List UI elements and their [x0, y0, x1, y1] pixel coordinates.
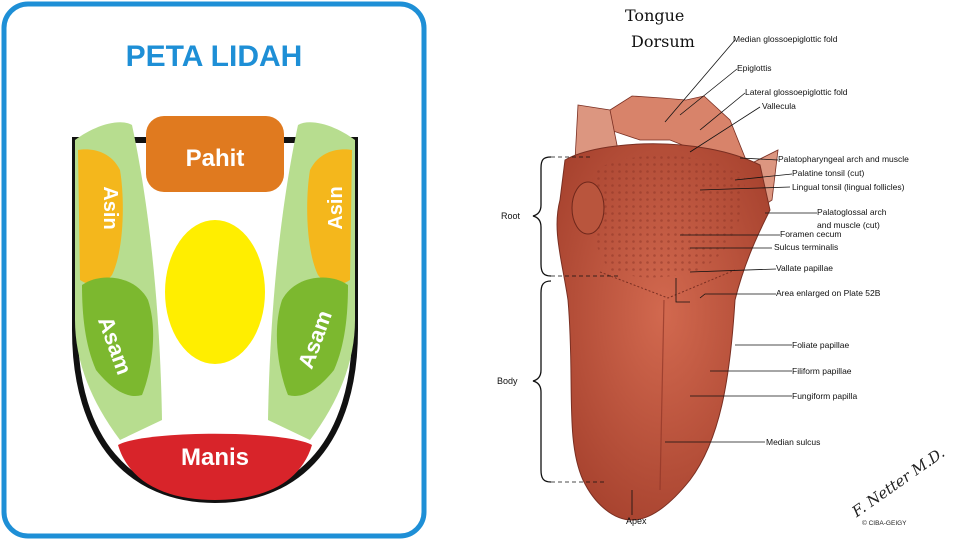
region-brackets	[533, 157, 551, 482]
label-lateral-glossoepiglottic-fold: Lateral glossoepiglottic fold	[745, 87, 848, 97]
label-foliate-papillae: Foliate papillae	[792, 340, 849, 350]
label-area-enlarged: Area enlarged on Plate 52B	[776, 288, 881, 298]
palatine-tonsil-left	[572, 182, 604, 234]
figure-title-line2: Dorsum	[631, 32, 695, 51]
map-title: PETA LIDAH	[126, 40, 303, 73]
netter-signature: F. Netter M.D.	[848, 444, 948, 522]
apex-label: Apex	[626, 516, 647, 526]
label-palatoglossal-arch: Palatoglossal arch	[817, 207, 887, 217]
label-lingual-tonsil: Lingual tonsil (lingual follicles)	[792, 182, 905, 192]
label-palatopharyngeal-arch: Palatopharyngeal arch and muscle	[778, 154, 909, 164]
center-zone	[165, 220, 265, 364]
copyright-text: © CIBA-GEIGY	[862, 519, 907, 527]
label-filiform-papillae: Filiform papillae	[792, 366, 852, 376]
label-vallate-papillae: Vallate papillae	[776, 263, 833, 273]
label-median-glossoepiglottic-fold: Median glossoepiglottic fold	[733, 34, 838, 44]
bitter-label: Pahit	[186, 145, 245, 172]
label-sulcus-terminalis: Sulcus terminalis	[774, 242, 838, 252]
body-label: Body	[497, 376, 518, 386]
label-epiglottis: Epiglottis	[737, 63, 772, 73]
salty-right-label: Asin	[325, 186, 347, 229]
label-fungiform-papilla: Fungiform papilla	[792, 391, 857, 401]
salty-left-label: Asin	[99, 186, 121, 229]
label-vallecula: Vallecula	[762, 101, 796, 111]
tongue-map-figure: PETA LIDAH Pahit Manis Asin Asin Asam As…	[0, 0, 430, 540]
svg-text:F. Netter M.D.: F. Netter M.D.	[848, 444, 948, 522]
figure-title-line1: Tongue	[625, 6, 684, 25]
label-median-sulcus: Median sulcus	[766, 437, 820, 447]
label-palatine-tonsil: Palatine tonsil (cut)	[792, 168, 864, 178]
anatomy-figure: Tongue Dorsum Root Body Apex	[430, 0, 960, 540]
root-label: Root	[501, 211, 521, 221]
tongue-map-panel: PETA LIDAH Pahit Manis Asin Asin Asam As…	[0, 0, 430, 540]
sweet-label: Manis	[181, 444, 249, 471]
label-foramen-cecum: Foramen cecum	[780, 229, 841, 239]
anatomy-panel: Tongue Dorsum Root Body Apex	[430, 0, 960, 540]
